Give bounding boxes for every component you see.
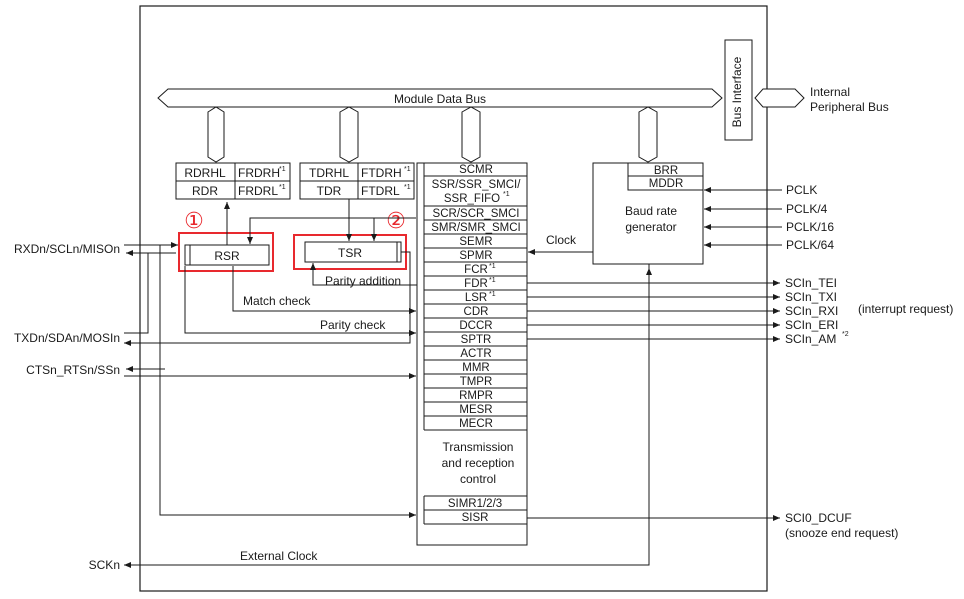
register-label: MESR [459, 404, 492, 416]
module-data-bus-label: Module Data Bus [394, 92, 486, 106]
tsr-label: TSR [338, 246, 362, 260]
control-register-block [416, 162, 528, 546]
match-check-label: Match check [243, 294, 311, 308]
signal-wiring [124, 199, 652, 568]
ctrl-bus-connector [461, 106, 481, 163]
mddr-label: MDDR [649, 178, 684, 190]
interrupt-output-lines [527, 280, 780, 521]
control-title-1: Transmission [443, 440, 514, 454]
ftdrh-label: FTDRH [361, 166, 402, 180]
external-clock-label: External Clock [240, 549, 318, 563]
register-label: SCMR [459, 164, 493, 176]
cts-pin-label: CTSn_RTSn/SSn [26, 363, 120, 377]
register-label: SSR/SSR_SMCI/ [432, 179, 522, 191]
simr-label: SIMR1/2/3 [448, 498, 502, 510]
sisr-label: SISR [462, 512, 489, 524]
pclk4-label: PCLK/4 [786, 202, 828, 216]
register-label: SSR_FIFO [444, 193, 500, 205]
bus-interface-label: Bus Interface [730, 56, 744, 127]
register-label: SCR/SCR_SMCI [433, 208, 520, 220]
register-label: LSR [465, 292, 487, 304]
rxi-label: SCIn_RXI [785, 304, 838, 318]
mddr-register [627, 175, 704, 191]
register-label: FCR [464, 264, 488, 276]
pclk64-label: PCLK/64 [786, 238, 834, 252]
control-title-2: and reception [442, 456, 515, 470]
module-data-bus: Module Data Bus [157, 88, 723, 108]
register-label: DCCR [459, 320, 492, 332]
ftdrl-label: FTDRL [361, 184, 400, 198]
rdrhl-label: RDRHL [184, 166, 226, 180]
control-title-3: control [460, 472, 496, 486]
baud-bus-connector [638, 106, 658, 163]
tx-bus-connector [339, 106, 359, 163]
brr-label: BRR [654, 165, 678, 177]
pclk-label: PCLK [786, 183, 817, 197]
receive-data-registers [175, 162, 291, 200]
tei-label: SCIn_TEI [785, 276, 837, 290]
register-footnote: *1 [489, 277, 496, 284]
register-label: SPMR [459, 250, 492, 262]
bus-interface: Bus Interface [724, 39, 753, 141]
tdrhl-label: TDRHL [309, 166, 349, 180]
register-label: ACTR [460, 348, 491, 360]
register-label: CDR [464, 306, 489, 318]
register-label: FDR [464, 278, 488, 290]
frdrh-footnote: *1 [279, 166, 286, 173]
rxd-pin-label: RXDn/SCLn/MISOn [14, 242, 120, 256]
internal-bus-label-1: Internal [810, 85, 850, 99]
marker-one: ① [184, 208, 204, 233]
clock-label: Clock [546, 233, 577, 247]
register-label: SMR/SMR_SMCI [431, 222, 520, 234]
eri-label: SCIn_ERI [785, 318, 838, 332]
module-boundary [139, 5, 768, 592]
marker-two: ② [386, 208, 406, 233]
internal-bus-arrow [754, 88, 805, 108]
ftdrh-footnote: *1 [404, 166, 411, 173]
parity-check-label: Parity check [320, 318, 386, 332]
register-label: MMR [462, 362, 489, 374]
snooze-label: (snooze end request) [785, 526, 898, 540]
sck-pin-label: SCKn [89, 558, 120, 572]
am-label: SCIn_AM [785, 332, 836, 346]
register-footnote: *1 [489, 263, 496, 270]
dcuf-label: SCI0_DCUF [785, 511, 852, 525]
baud-label-1: Baud rate [625, 204, 677, 218]
txd-pin-label: TXDn/SDAn/MOSIn [14, 331, 120, 345]
interrupt-request-label: (interrupt request) [858, 302, 953, 316]
register-label: TMPR [460, 376, 493, 388]
register-label: SEMR [459, 236, 492, 248]
register-label: RMPR [459, 390, 493, 402]
rdr-label: RDR [192, 184, 218, 198]
transmit-data-registers [299, 162, 415, 200]
internal-bus-label-2: Peripheral Bus [810, 100, 889, 114]
am-footnote: *2 [842, 331, 849, 338]
register-footnote: *1 [503, 191, 510, 198]
parity-addition-label: Parity addition [325, 274, 401, 288]
txi-label: SCIn_TXI [785, 290, 837, 304]
frdrl-label: FRDRL [238, 184, 278, 198]
frdrh-label: FRDRH [238, 166, 280, 180]
clock-input-lines [704, 187, 782, 248]
ftdrl-footnote: *1 [404, 184, 411, 191]
tdr-label: TDR [317, 184, 342, 198]
register-footnote: *1 [489, 291, 496, 298]
rx-bus-connector [207, 106, 225, 163]
register-label: SPTR [461, 334, 492, 346]
pclk16-label: PCLK/16 [786, 220, 834, 234]
register-label: MECR [459, 418, 493, 430]
rsr-highlight [178, 232, 274, 272]
frdrl-footnote: *1 [279, 184, 286, 191]
rsr-label: RSR [214, 249, 240, 263]
baud-label-2: generator [625, 220, 676, 234]
